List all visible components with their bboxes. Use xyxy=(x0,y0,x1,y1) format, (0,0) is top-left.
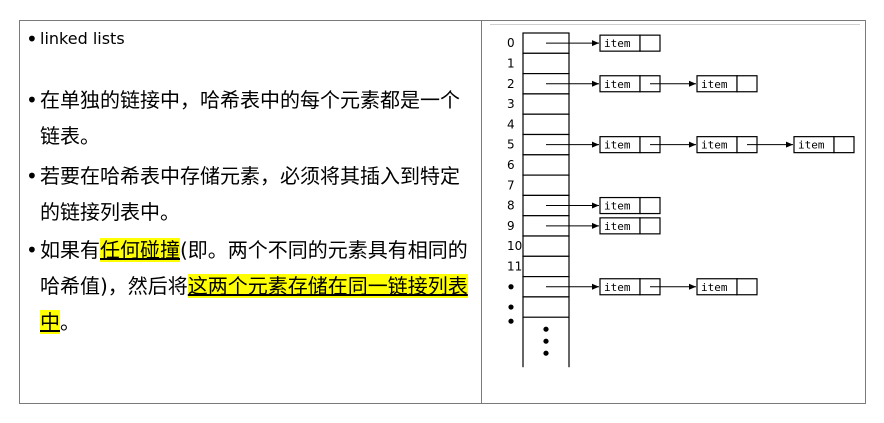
highlighted-text: 任何碰撞 xyxy=(100,238,180,262)
node-next-box xyxy=(639,196,661,215)
node-item-label: item xyxy=(701,139,728,152)
slot-index-label: 6 xyxy=(507,158,515,172)
node-item-label: item xyxy=(604,139,631,152)
node-item-label: item xyxy=(604,200,631,213)
slot-index-label: 7 xyxy=(507,178,515,192)
ellipsis-dot xyxy=(508,304,514,310)
ellipsis-dot xyxy=(543,338,549,344)
table-slot xyxy=(522,174,570,197)
ellipsis-dot xyxy=(543,326,549,332)
node-item-label: item xyxy=(604,281,631,294)
node-item-label: item xyxy=(604,220,631,233)
slot-index-label: 11 xyxy=(507,259,522,273)
table-slot xyxy=(522,154,570,176)
bullet-item: • linked lists xyxy=(26,24,470,54)
node-item-label: item xyxy=(798,139,825,152)
slot-index-label: 4 xyxy=(507,117,515,131)
slot-index-label: 1 xyxy=(507,56,515,70)
node-item-label: item xyxy=(604,37,631,50)
slot-index-label: 3 xyxy=(507,97,515,111)
bullet-text: linked lists xyxy=(40,29,125,48)
bullet-text: 在单独的链接中，哈希表中的每个元素都是一个链表。 xyxy=(40,88,460,148)
table-slot xyxy=(522,296,570,318)
text-segment: 。 xyxy=(60,310,80,334)
table-slot xyxy=(522,52,570,75)
bullet-item: • 在单独的链接中，哈希表中的每个元素都是一个链表。 xyxy=(26,82,470,154)
ellipsis-dot xyxy=(508,318,514,324)
node-next-box xyxy=(833,136,855,154)
text-segment: (即。两个不同的元素具有相同的哈希值)，然后将 xyxy=(40,238,468,298)
slot-index-label: 2 xyxy=(507,77,515,91)
node-next-box xyxy=(736,75,758,93)
node-item-label: item xyxy=(604,78,631,91)
bullet-text: 如果有任何碰撞(即。两个不同的元素具有相同的哈希值)，然后将这两个元素存储在同一… xyxy=(40,232,470,340)
content-frame xyxy=(19,20,866,404)
node-next-box xyxy=(639,34,661,52)
node-item-label: item xyxy=(701,281,728,294)
table-slot xyxy=(522,235,570,257)
hash-table-diagram: 0 1 2 3 4 5 6 7 8 9 10 11 item item item item item item it… xyxy=(507,32,855,368)
table-slot xyxy=(522,255,570,278)
slot-index-label: 0 xyxy=(507,36,515,50)
diagram-panel xyxy=(490,24,860,401)
text-segment: 如果有 xyxy=(40,238,100,262)
column-divider xyxy=(481,20,482,404)
bullet-item: • 如果有任何碰撞(即。两个不同的元素具有相同的哈希值)，然后将这两个元素存储在… xyxy=(26,232,470,340)
slot-index-label: 9 xyxy=(507,219,515,233)
table-slot xyxy=(522,93,570,115)
table-slot xyxy=(522,113,570,136)
bullet-item: • 若要在哈希表中存储元素，必须将其插入到特定的链接列表中。 xyxy=(26,158,470,230)
bullet-text: 若要在哈希表中存储元素，必须将其插入到特定的链接列表中。 xyxy=(40,164,460,224)
slot-index-label: 10 xyxy=(507,239,522,253)
ellipsis-dot xyxy=(508,284,514,290)
node-next-box xyxy=(736,278,758,296)
slot-index-label: 8 xyxy=(507,199,515,213)
node-next-box xyxy=(639,217,661,235)
ellipsis-dot xyxy=(543,350,549,356)
node-item-label: item xyxy=(701,78,728,91)
slot-index-label: 5 xyxy=(507,138,515,152)
